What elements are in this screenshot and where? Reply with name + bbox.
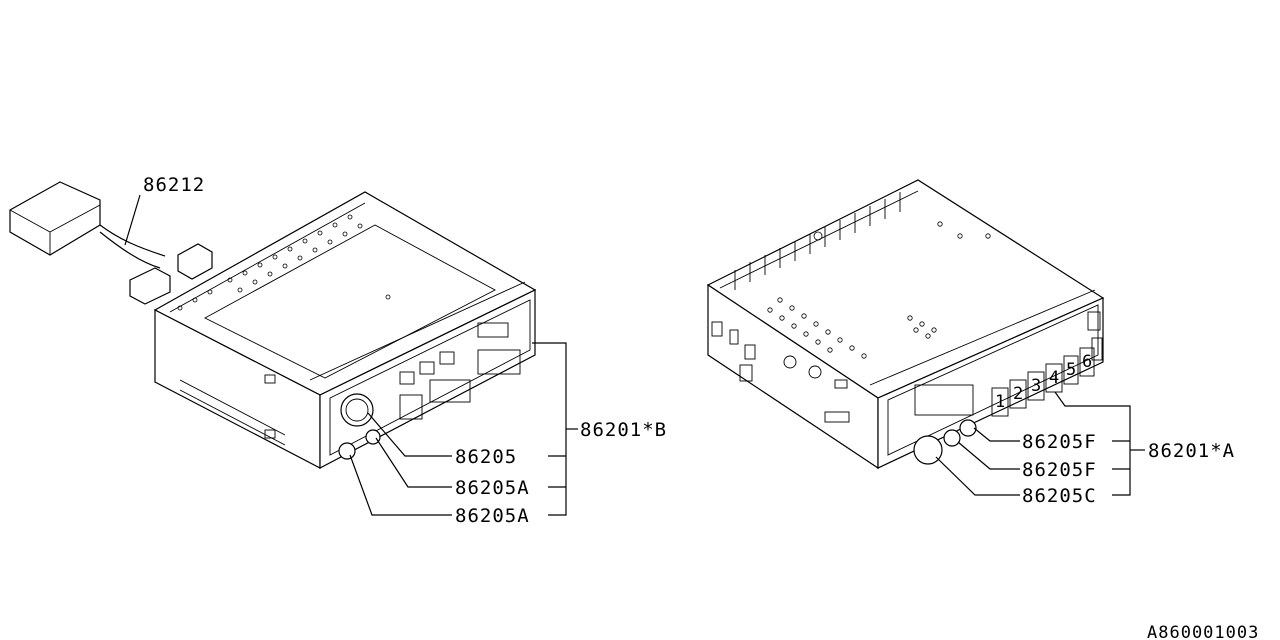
callout-86201-a: 86201*A <box>1148 440 1235 462</box>
preset-3-label: 3 <box>1031 376 1042 396</box>
radio-unit-a: 1 2 3 4 5 6 <box>706 179 1105 470</box>
callout-86205a-1: 86205A <box>455 477 530 499</box>
preset-buttons: 1 2 3 4 5 6 <box>991 347 1095 417</box>
knob-86205a-2 <box>338 442 356 460</box>
leaders-right <box>935 391 1145 496</box>
preset-6-label: 6 <box>1082 352 1093 372</box>
knob-86205c <box>913 435 943 465</box>
callout-86205f-2: 86205F <box>1022 459 1097 481</box>
knob-86205f-2 <box>943 429 961 447</box>
preset-5-label: 5 <box>1066 360 1077 380</box>
knob-86205a-1 <box>365 429 381 445</box>
preset-4-label: 4 <box>1049 368 1060 388</box>
side-cutouts-a <box>711 321 850 423</box>
front-buttons-b <box>399 322 521 420</box>
reference-code: A860001003 <box>1147 623 1259 640</box>
callout-86205: 86205 <box>455 446 517 468</box>
knob-86205f-1 <box>959 419 977 437</box>
heat-sink-fins <box>734 192 901 290</box>
knob-86205 <box>340 393 374 427</box>
callout-86212: 86212 <box>143 174 205 196</box>
callout-86205f-1: 86205F <box>1022 431 1097 453</box>
wire-harness-86212 <box>9 181 213 305</box>
preset-1-label: 1 <box>995 392 1006 412</box>
radio-unit-b <box>153 191 537 469</box>
callout-86201-b: 86201*B <box>580 419 667 441</box>
callout-86205a-2: 86205A <box>455 505 530 527</box>
callout-86205c: 86205C <box>1022 485 1097 507</box>
vent-holes-a <box>767 221 991 359</box>
preset-2-label: 2 <box>1013 384 1024 404</box>
vent-holes-b <box>177 214 391 311</box>
leaders-left <box>124 194 578 516</box>
